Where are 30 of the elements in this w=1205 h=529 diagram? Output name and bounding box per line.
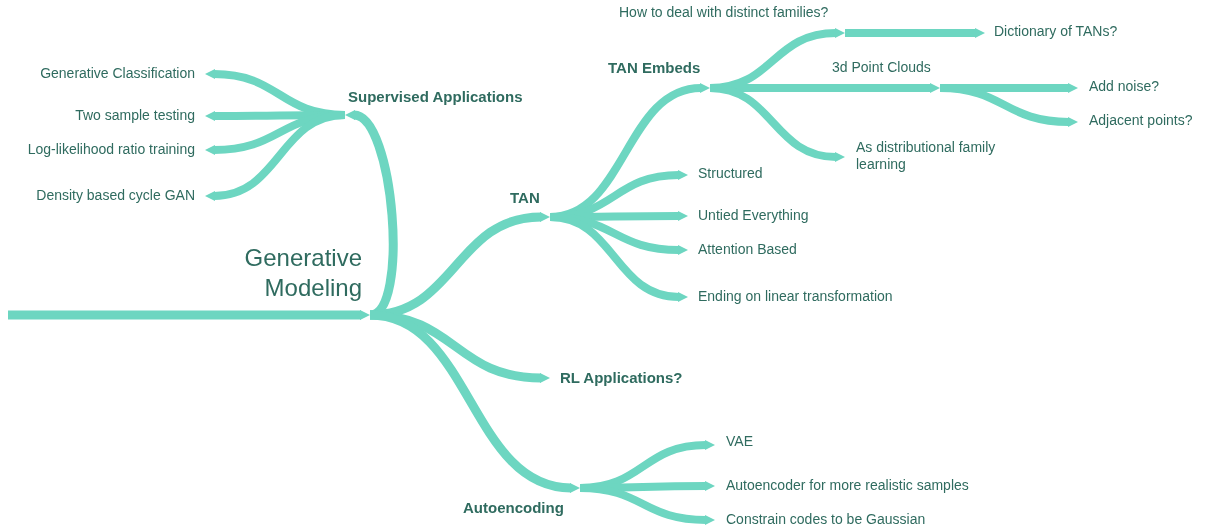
topic-label: TAN Embeds [608, 59, 708, 76]
topic-label: Constrain codes to be Gaussian [726, 511, 951, 528]
branch-arrow [8, 310, 370, 320]
topic-label: Adjacent points? [1089, 112, 1203, 129]
topic-label: TAN [510, 189, 550, 206]
topic-label: Add noise? [1089, 78, 1179, 95]
branch-arrow [205, 111, 346, 201]
topic-label: Autoencoding [463, 499, 578, 516]
topic-label: Generative Classification [18, 65, 195, 82]
topic-label: As distributional family learning [856, 139, 1016, 173]
branch-arrow [549, 213, 688, 302]
topic-label: Untied Everything [698, 207, 828, 224]
topic-label: Autoencoder for more realistic samples [726, 477, 996, 494]
branch-arrow [369, 310, 580, 493]
topic-label: 3d Point Clouds [832, 59, 947, 76]
branch-arrow [579, 484, 715, 525]
topic-label: VAE [726, 433, 766, 450]
central-topic: Generative Modeling [230, 243, 362, 303]
topic-label: Log-likelihood ratio training [10, 141, 195, 158]
topic-label: How to deal with distinct families? [619, 4, 854, 21]
topic-label: RL Applications? [560, 369, 705, 386]
topic-label: Attention Based [698, 241, 813, 258]
topic-label: Density based cycle GAN [18, 187, 195, 204]
branch-arrow [709, 84, 845, 162]
topic-label: Two sample testing [18, 107, 195, 124]
branch-arrow [939, 84, 1078, 127]
topic-label: Structured [698, 165, 778, 182]
topic-label: Ending on linear transformation [698, 288, 918, 305]
topic-label: Supervised Applications [348, 88, 548, 105]
topic-label: Dictionary of TANs? [994, 23, 1144, 40]
